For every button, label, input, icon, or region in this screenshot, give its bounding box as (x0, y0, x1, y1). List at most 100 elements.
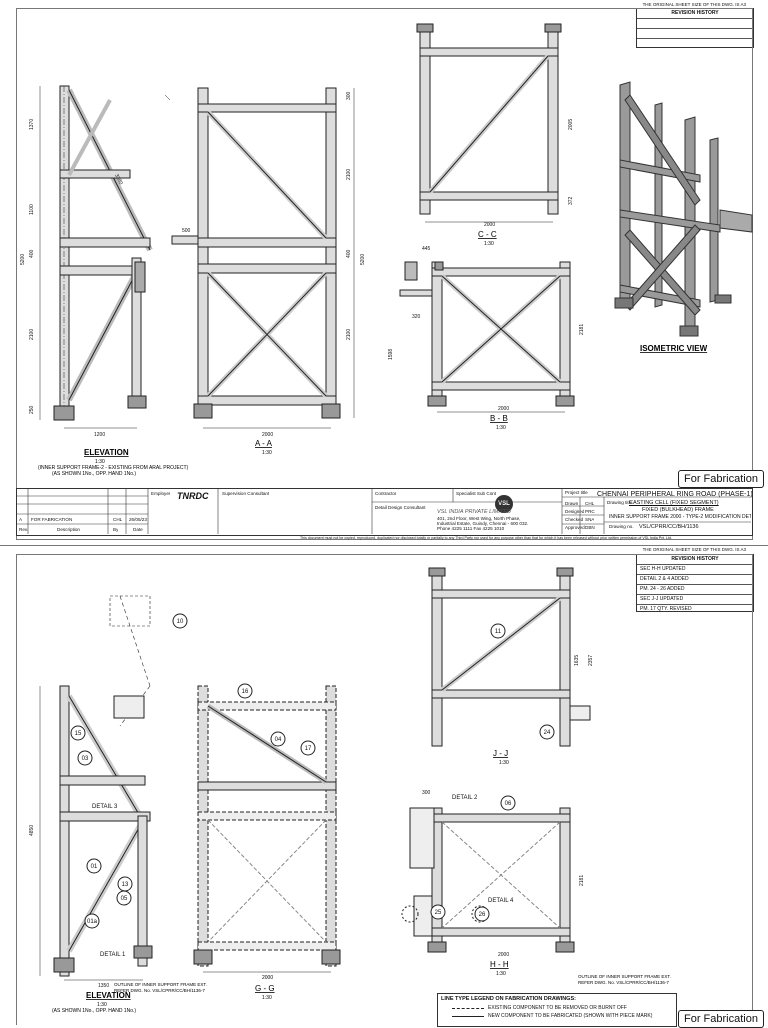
section-cc-scale: 1:30 (484, 241, 494, 247)
piece-mark-label: 17 (305, 746, 312, 752)
piece-mark-circle (490, 623, 506, 639)
detail-3-label: DETAIL 3 (92, 804, 118, 810)
revision-row (637, 38, 753, 48)
elevation-scale: 1:30 (95, 459, 105, 465)
supervision-label: Supervision Consultant (222, 491, 270, 496)
company-name: VSL INDIA PRIVATE LIMITED (437, 509, 511, 515)
drawing-canvas-2: 4850 1350 ELEVATION 1:30 (AS SHOWN 1No.,… (29, 567, 671, 1014)
drawing-sheet-2: THE ORIGINAL SHEET SIZE OF THIS DWG. IS … (0, 545, 768, 1028)
section-aa-title: A - A (255, 439, 273, 448)
sheet-size-note: THE ORIGINAL SHEET SIZE OF THIS DWG. IS … (642, 2, 746, 7)
dim-label: 2000 (262, 432, 273, 438)
drawing-canvas-1: 1370 1100 400 2100 250 5200 1200 3380 EL… (20, 23, 753, 477)
dim-label: 2000 (484, 222, 495, 228)
outline-note-1: OUTLINE OF INNER SUPPORT FRAME EXT. (578, 974, 671, 979)
detail-2-label: DETAIL 2 (452, 795, 478, 801)
piece-mark-label: 15 (75, 731, 82, 737)
section-jj-title: J - J (493, 749, 508, 758)
piece-mark-circle (77, 750, 93, 766)
sheet-border (16, 8, 753, 540)
dim-label: 1350 (98, 983, 109, 989)
rev-description: FOR FABRICATION (31, 517, 73, 522)
piece-mark-circle (500, 795, 516, 811)
description-header: Description (57, 527, 80, 532)
drawing-sheet-1: THE ORIGINAL SHEET SIZE OF THIS DWG. IS … (16, 2, 764, 540)
specialist-label: Specialist Sub Contractor (456, 491, 496, 496)
dim-label: 1635 (574, 655, 580, 666)
vsl-logo: VSL (495, 495, 513, 513)
legend-line-1: EXISTING COMPONENT TO BE REMOVED OR BURN… (438, 1004, 676, 1012)
piece-mark-circle (237, 683, 253, 699)
dim-label: 1598 (388, 349, 394, 360)
revision-row: PM. 17 QTY. REVISED (637, 604, 753, 614)
isometric-title: ISOMETRIC VIEW (640, 344, 708, 353)
project-name: CHENNAI PERIPHERAL RING ROAD (PHASE-1) (597, 491, 753, 498)
approved-label: Approved (565, 525, 585, 530)
revision-row: PM. 24 - 26 ADDED (637, 584, 753, 594)
piece-mark-label: 11 (495, 629, 502, 635)
revision-row: DETAIL 2 & 4 ADDED (637, 574, 753, 584)
dim-label: 250 (29, 405, 35, 414)
elevation-title: ELEVATION (84, 448, 129, 457)
rev-date: 26/05/23 (129, 517, 147, 522)
section-cc-view (416, 23, 562, 223)
drawing-title-3: INNER SUPPORT FRAME 2000 - TYPE-2 MODIFI… (609, 514, 751, 520)
dim-label: 2000 (262, 975, 273, 981)
dim-label: 5200 (360, 254, 366, 265)
outline-note-1: OUTLINE OF INNER SUPPORT FRAME EXT. (114, 982, 207, 987)
piece-mark-circle (270, 731, 286, 747)
checked-label: Checked (565, 517, 584, 522)
dim-label: 2000 (498, 952, 509, 958)
piece-mark-label: 13 (122, 882, 129, 888)
section-bb-scale: 1:30 (496, 425, 506, 431)
dim-label: 300 (422, 790, 431, 796)
dim-label: 1370 (29, 119, 35, 130)
legend-text-2: NEW COMPONENT TO BE FABRICATED (SHOWN WI… (488, 1013, 653, 1019)
revision-row: SEC H-H UPDATED (637, 564, 753, 574)
copyright-note: This document must not be copied, reprod… (300, 536, 672, 540)
elevation-note-1: (INNER SUPPORT FRAME-2 - EXISTING FROM A… (38, 465, 189, 471)
dashed-line-sample (452, 1008, 484, 1009)
drawing-title-1: CASTING CELL (FIXED SEGMENT) (629, 500, 719, 506)
project-title-label: Project title (565, 490, 588, 495)
solid-line-sample (452, 1016, 484, 1017)
drawing-title-label: Drawing title (607, 500, 633, 505)
dim-label: 2000 (498, 406, 509, 412)
dim-label: 4850 (29, 825, 35, 836)
piece-mark-circle (84, 913, 100, 929)
piece-mark-label: 06 (505, 801, 512, 807)
piece-mark-circle (70, 725, 86, 741)
outline-note-2: REFER DWG. No. VSL/CPRR/CC/BH/1136-7 (578, 980, 669, 985)
elevation-scale: 1:30 (97, 1002, 107, 1008)
elevation-title: ELEVATION (86, 991, 131, 1000)
piece-mark-label: 05 (121, 896, 128, 902)
dim-label: 5200 (20, 254, 26, 265)
dim-label: 445 (422, 246, 431, 252)
dim-label: 400 (346, 249, 352, 258)
checked-value: SNA (585, 517, 595, 522)
legend-title: LINE TYPE LEGEND ON FABRICATION DRAWINGS… (441, 996, 576, 1002)
dim-label: 1100 (29, 204, 35, 215)
section-bb-view (399, 261, 575, 413)
company-address-3: Phone 4225 1111 Fax 4225 1010 (437, 526, 505, 531)
section-gg-title: G - G (255, 984, 275, 993)
elevation-view (39, 595, 153, 981)
legend-text-1: EXISTING COMPONENT TO BE REMOVED OR BURN… (488, 1005, 627, 1011)
legend-line-2: NEW COMPONENT TO BE FABRICATED (SHOWN WI… (438, 1012, 676, 1020)
section-hh-title: H - H (490, 960, 509, 969)
approved-value: DBN (585, 525, 595, 530)
section-cc-title: C - C (478, 230, 497, 239)
piece-mark-circle (474, 906, 490, 922)
contractor-label: Contractor (375, 491, 397, 496)
section-jj-view (428, 567, 591, 747)
rev-value: A (19, 517, 23, 522)
revision-history-title: REVISION HISTORY (671, 10, 719, 16)
piece-mark-label: 04 (275, 737, 282, 743)
revision-history-title: REVISION HISTORY (671, 556, 719, 562)
sheet-border (16, 554, 753, 1025)
by-header: By (113, 527, 119, 532)
section-bb-title: B - B (490, 414, 508, 423)
revision-row (637, 18, 753, 28)
drawing-no-label: Drawing no. (609, 524, 634, 529)
